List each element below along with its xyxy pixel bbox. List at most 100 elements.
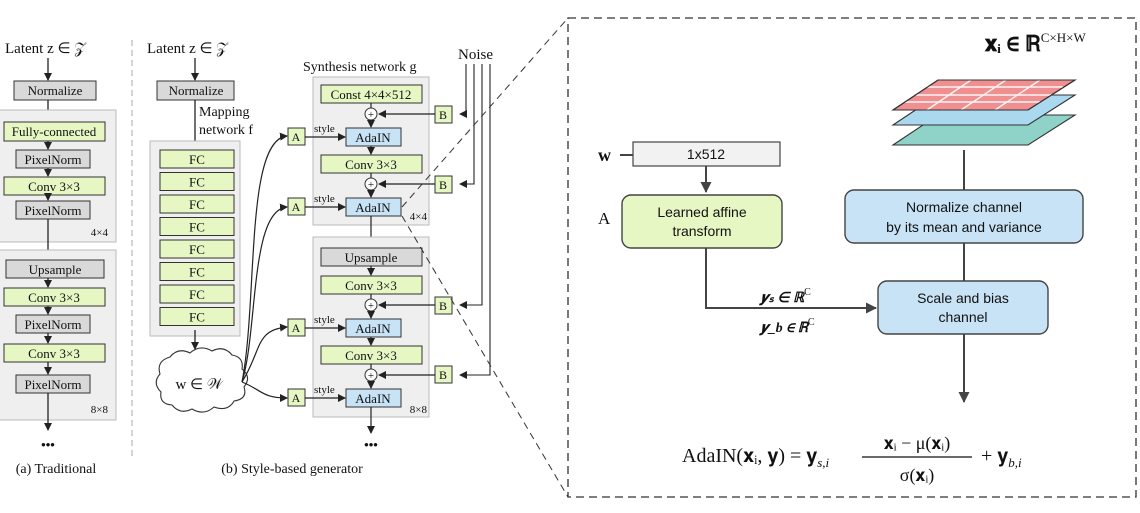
b-box-3: B xyxy=(434,296,453,315)
formula-numerator: 𝐱ᵢ − μ(𝐱ᵢ) xyxy=(884,433,950,454)
adain-box-3 xyxy=(345,318,402,338)
scale-bias-label-2: channel xyxy=(938,309,987,325)
a-box-4: A xyxy=(287,388,306,407)
pixelnorm-box-3 xyxy=(15,314,91,334)
plus-sign-2: + xyxy=(368,179,374,191)
b-box-2: B xyxy=(434,175,453,194)
fc-box xyxy=(159,284,235,304)
mapping-network xyxy=(149,140,241,337)
normalize-label-a: Normalize xyxy=(28,83,83,98)
formula-denominator: σ(𝐱ᵢ) xyxy=(900,465,935,486)
fc-box xyxy=(159,239,235,259)
x-label: 𝐱ᵢ ∈ ℝC×H×W xyxy=(984,30,1086,56)
fc-label: FC xyxy=(189,220,205,235)
w-vector-label: 1x512 xyxy=(687,146,725,162)
conv-label-b1: Conv 3×3 xyxy=(345,157,397,172)
b-box-4: B xyxy=(434,365,453,384)
fc-box xyxy=(159,172,235,191)
conv-label-a2: Conv 3×3 xyxy=(28,290,80,305)
feature-map-stack xyxy=(891,79,1077,190)
latent-label-b: Latent z ∈ 𝒵 xyxy=(147,41,229,57)
mapping-label-2: network f xyxy=(199,123,253,138)
plus-sign-4: + xyxy=(368,370,374,382)
fc-box xyxy=(159,307,235,326)
adain-box-1 xyxy=(345,127,402,147)
fc-label: FC xyxy=(189,175,205,190)
scale-bias-label-1: Scale and bias xyxy=(917,290,1009,306)
caption-a: (a) Traditional xyxy=(16,462,97,477)
w-vector-box xyxy=(632,141,781,167)
res-label-a2: 8×8 xyxy=(91,404,109,416)
a-label-1: A xyxy=(292,130,301,144)
adain-box-2 xyxy=(345,197,402,217)
a-box-1: A xyxy=(287,127,306,146)
adain-formula: AdaIN(𝐱ᵢ, 𝐲) = 𝐲s,i 𝐱ᵢ − μ(𝐱ᵢ) σ(𝐱ᵢ) + 𝐲… xyxy=(682,433,1022,486)
fc-box xyxy=(159,194,235,214)
pixelnorm-box-4 xyxy=(15,374,91,394)
b-label-3: B xyxy=(439,299,447,313)
fully-connected-label: Fully-connected xyxy=(12,124,97,139)
a-symbol: A xyxy=(598,209,611,228)
scale-bias-box xyxy=(877,280,1049,335)
yb-label: 𝒚_b ∈ ℝC xyxy=(758,317,815,336)
conv-label-b3: Conv 3×3 xyxy=(345,348,397,363)
formula-rhs: + 𝐲b,i xyxy=(981,445,1022,470)
a-box-2: A xyxy=(287,197,306,216)
plus-sign-1: + xyxy=(368,109,374,121)
adain-box-4 xyxy=(345,388,402,408)
latent-label-a: Latent z ∈ 𝒵 xyxy=(5,41,87,57)
style-label-1: style xyxy=(314,123,335,135)
a-label-4: A xyxy=(292,391,301,405)
panel-traditional: Latent z ∈ 𝒵 Normalize Fully-connected P… xyxy=(0,41,117,477)
normalize-channel-label-2: by its mean and variance xyxy=(886,219,1042,235)
fc-box xyxy=(159,262,235,281)
pixelnorm-box-1 xyxy=(15,149,91,169)
conv-label-a3: Conv 3×3 xyxy=(28,346,80,361)
noise-label: Noise xyxy=(458,47,493,63)
const-label: Const 4×4×512 xyxy=(331,87,412,102)
panel-style-based: Latent z ∈ 𝒵 Normalize Mapping network f… xyxy=(147,17,569,498)
plus-sign-3: + xyxy=(368,300,374,312)
pixelnorm-label-1: PixelNorm xyxy=(24,152,81,167)
b-box-1: B xyxy=(434,105,453,124)
upsample-label-b: Upsample xyxy=(345,250,398,265)
fc-label: FC xyxy=(189,197,205,212)
a-label-2: A xyxy=(292,200,301,214)
b-label-4: B xyxy=(439,368,447,382)
fc-box xyxy=(159,149,235,169)
b-label-1: B xyxy=(439,108,447,122)
synthesis-label: Synthesis network g xyxy=(303,60,417,75)
formula-lhs: AdaIN(𝐱ᵢ, 𝐲) = 𝐲s,i xyxy=(682,445,830,470)
fc-label: FC xyxy=(189,242,205,257)
fc-label: FC xyxy=(189,310,205,325)
adain-label-4: AdaIN xyxy=(355,391,391,406)
dots-a: ••• xyxy=(41,437,55,452)
w-label: w ∈ 𝒲 xyxy=(175,377,223,393)
conv-label-b2: Conv 3×3 xyxy=(345,278,397,293)
adain-label-2: AdaIN xyxy=(355,200,391,215)
res-label-b1: 4×4 xyxy=(410,211,428,223)
upsample-box-a xyxy=(5,259,105,279)
style-label-2: style xyxy=(314,193,335,205)
caption-b: (b) Style-based generator xyxy=(221,462,363,477)
pixelnorm-label-4: PixelNorm xyxy=(24,377,81,392)
normalize-channel-label-1: Normalize channel xyxy=(906,199,1022,215)
fc-label: FC xyxy=(189,152,205,167)
res-label-b2: 8×8 xyxy=(410,404,428,416)
normalize-box-a xyxy=(13,80,97,101)
conv-box-a3 xyxy=(3,343,106,363)
affine-label-1: Learned affine xyxy=(657,204,746,220)
normalize-label-b: Normalize xyxy=(169,83,224,98)
a-label-3: A xyxy=(292,321,301,335)
mapping-label-1: Mapping xyxy=(199,105,250,120)
pixelnorm-label-2: PixelNorm xyxy=(24,203,81,218)
res-label-a1: 4×4 xyxy=(91,227,109,239)
fully-connected-box xyxy=(3,121,106,142)
fc-box xyxy=(159,217,235,236)
fc-label: FC xyxy=(189,265,205,280)
b-label-2: B xyxy=(439,178,447,192)
conv-box-a2 xyxy=(3,287,106,307)
adain-label-3: AdaIN xyxy=(355,321,391,336)
